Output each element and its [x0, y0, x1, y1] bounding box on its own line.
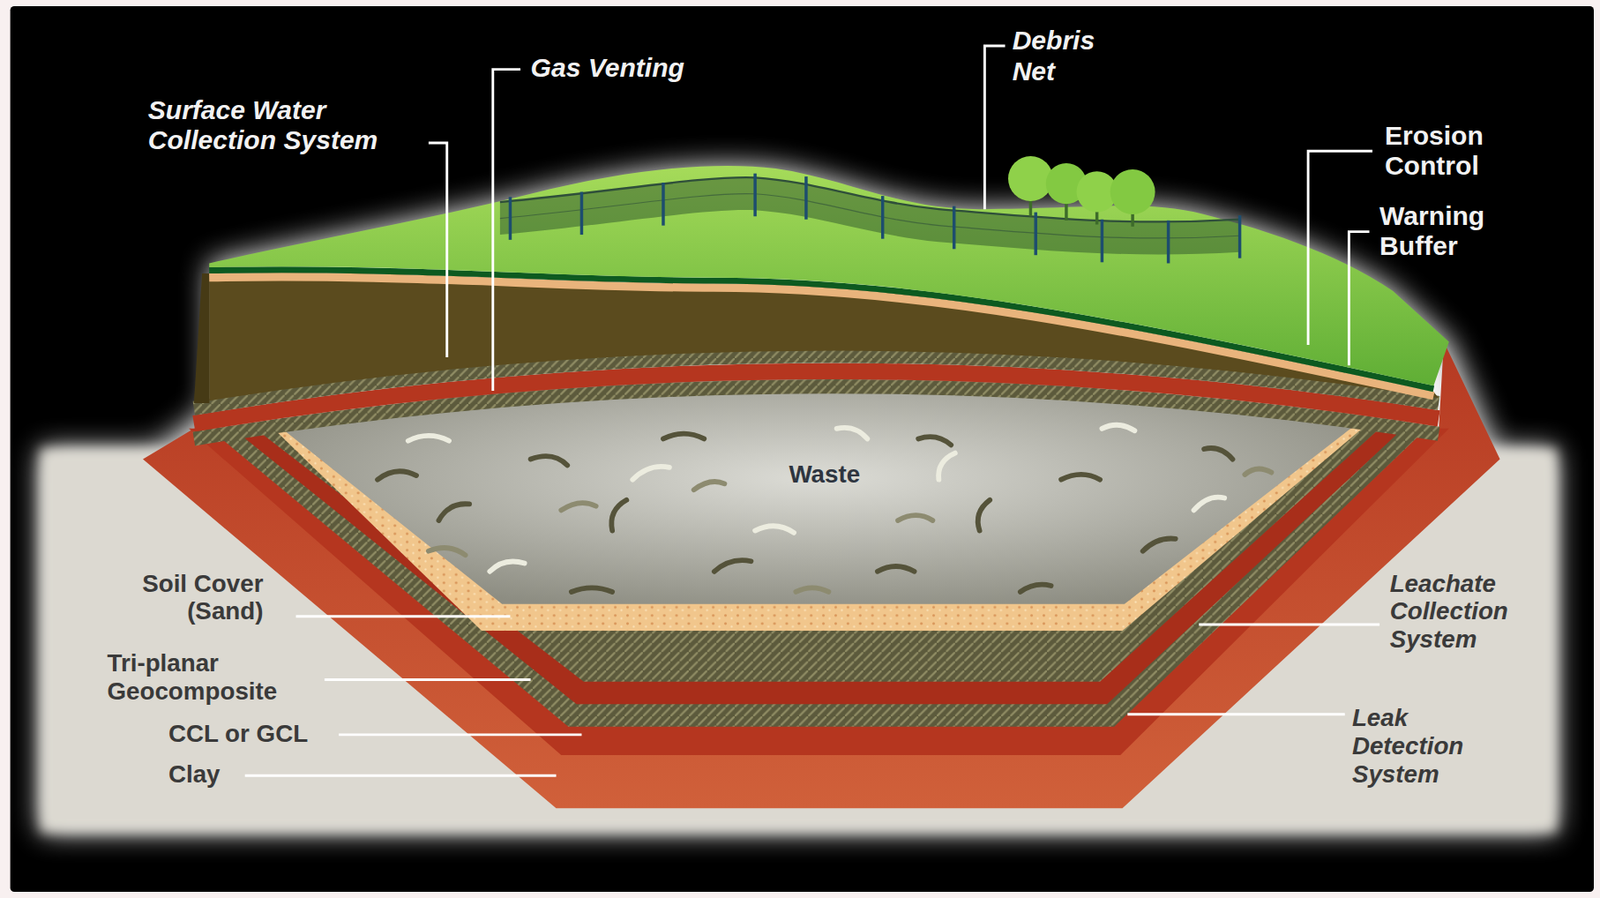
layer-label: Clay: [168, 760, 221, 789]
layer-label: Soil Cover (Sand): [89, 569, 264, 627]
layer-label: Debris Net: [1012, 25, 1125, 87]
layer-label: Erosion Control: [1384, 120, 1518, 182]
waste-area: Waste: [785, 458, 864, 491]
layer-label: Leak Detection System: [1352, 703, 1521, 789]
layer-label: Tri-planar Geocomposite: [106, 649, 327, 706]
layer-label: Surface Water Collection System: [148, 95, 424, 157]
node-text: Waste: [785, 458, 864, 491]
layer-label: Warning Buffer: [1379, 201, 1512, 262]
layer-label: CCL or GCL: [168, 719, 308, 748]
layer-label: Gas Venting: [530, 52, 685, 84]
layer-label: Leachate Collection System: [1390, 569, 1546, 655]
